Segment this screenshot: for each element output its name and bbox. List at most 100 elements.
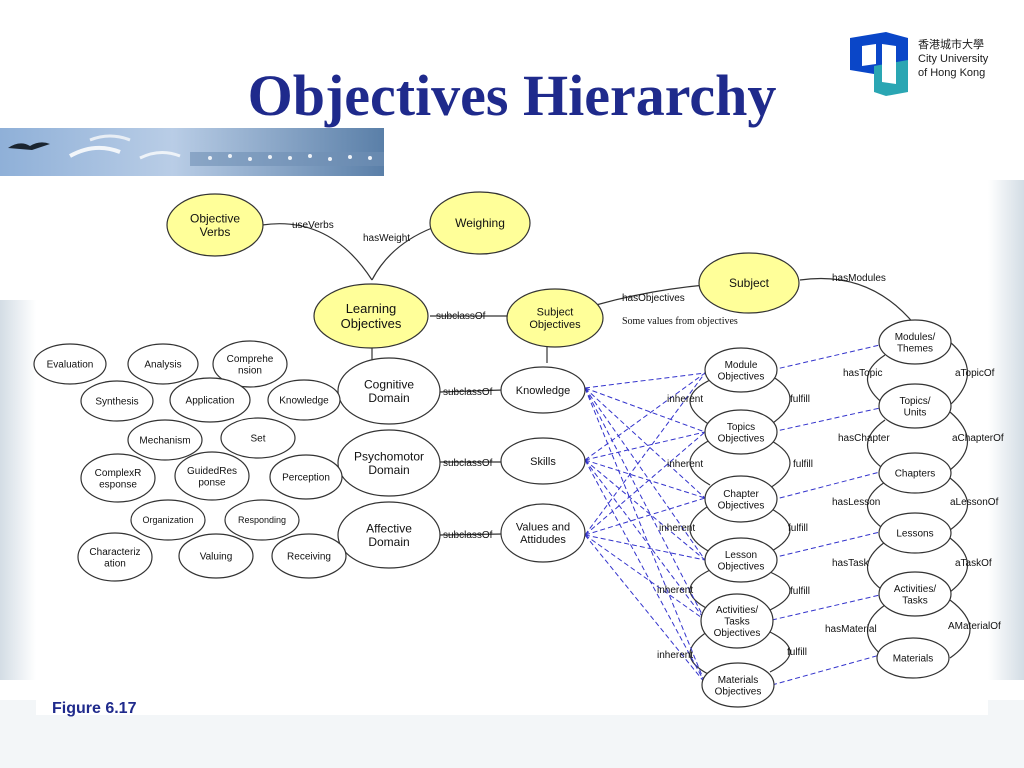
edge-inherent-3 xyxy=(689,504,711,553)
node-label: Chapter xyxy=(723,489,759,500)
node-label: Perception xyxy=(282,473,330,484)
edge-fulfill-4 xyxy=(769,571,791,611)
node-label: Set xyxy=(250,434,265,445)
birds-banner-image xyxy=(0,128,384,176)
edge-fulfill-2 xyxy=(769,439,791,489)
edge-inherent-4 xyxy=(689,569,711,611)
node-label: Topics xyxy=(727,422,755,433)
node-perception: Perception xyxy=(269,454,343,500)
node-shape xyxy=(700,593,774,649)
node-lessons: Lessons xyxy=(878,512,952,554)
node-activities-tasks: Activities/Tasks xyxy=(878,571,952,617)
node-modules-themes: Modules/Themes xyxy=(878,319,952,365)
edge-inherent-2 xyxy=(689,439,711,486)
node-label: Materials xyxy=(718,675,759,686)
edge-label-achapterof: aChapterOf xyxy=(952,433,1004,444)
node-set: Set xyxy=(220,417,296,459)
node-label: Activities/ xyxy=(716,605,758,616)
edge-label-amaterialof: AMaterialOf xyxy=(948,621,1001,632)
university-name: 香港城市大學 City University of Hong Kong xyxy=(918,38,988,80)
edge-haschapter xyxy=(867,419,886,471)
node-receiving: Receiving xyxy=(271,533,347,579)
edge-hasweight xyxy=(371,227,433,281)
node-label: Synthesis xyxy=(95,397,138,408)
node-shape xyxy=(77,532,153,582)
node-shape xyxy=(174,451,250,501)
node-label: Affective xyxy=(366,521,412,535)
edge-fulfill-3 xyxy=(769,507,791,553)
node-weighing: Weighing xyxy=(429,191,531,255)
edge-label-fulfill-2: fulfill xyxy=(793,459,813,470)
node-shape xyxy=(271,533,347,579)
edge-label-ataskof: aTaskOf xyxy=(955,558,992,569)
node-label: Attidudes xyxy=(520,534,566,546)
node-label: Objectives xyxy=(715,686,762,697)
edge-inherent-1 xyxy=(689,379,711,426)
node-label: Skills xyxy=(530,456,556,468)
edge-label-inherent-2: inherent xyxy=(667,459,703,470)
node-label: Verbs xyxy=(200,225,231,239)
node-materials: Materials xyxy=(876,637,950,679)
edge-hasobjectives xyxy=(595,284,706,306)
node-shape xyxy=(337,501,441,569)
node-shape xyxy=(878,512,952,554)
university-name-line2: City University xyxy=(918,53,989,65)
edge-label-hasobjectives: hasObjectives xyxy=(622,293,685,304)
node-label: ComplexR xyxy=(95,468,142,479)
edge-label-subclassof-psychomotor: subclassOf xyxy=(443,458,493,469)
node-shape xyxy=(876,637,950,679)
node-shape xyxy=(267,379,341,421)
node-label: Chapters xyxy=(895,469,936,480)
edge-label-fulfill-3: fulfill xyxy=(788,523,808,534)
node-subject: Subject xyxy=(698,252,800,314)
node-shape xyxy=(80,380,154,422)
node-shape xyxy=(506,288,604,348)
node-shape xyxy=(178,533,254,579)
node-label: Receiving xyxy=(287,552,331,563)
edge-label-fulfill-5: fulfill xyxy=(787,647,807,658)
node-label: Learning xyxy=(346,301,397,316)
node-shape xyxy=(127,419,203,461)
node-label: Materials xyxy=(893,654,934,665)
node-label: Cognitive xyxy=(364,377,414,391)
node-label: Objectives xyxy=(341,316,402,331)
node-analysis: Analysis xyxy=(127,343,199,385)
edge-label-fulfill-4: fulfill xyxy=(790,586,810,597)
node-shape xyxy=(166,193,264,257)
solid-edges xyxy=(261,223,971,676)
node-label: Knowledge xyxy=(516,385,570,397)
node-shape xyxy=(269,454,343,500)
node-label: Responding xyxy=(238,515,286,525)
node-label: Module xyxy=(725,360,758,371)
node-shape xyxy=(500,437,586,485)
edge-label-useverbs: useVerbs xyxy=(292,220,334,231)
edge-label-inherent-4: inherent xyxy=(657,585,693,596)
node-shape xyxy=(33,343,107,385)
node-shape xyxy=(500,366,586,414)
node-label: Lessons xyxy=(896,529,933,540)
node-shape xyxy=(337,429,441,497)
node-label: Knowledge xyxy=(279,396,329,407)
node-label: esponse xyxy=(99,479,137,490)
node-shape xyxy=(313,283,429,349)
cityu-logo xyxy=(850,32,908,96)
edge-inherent-5 xyxy=(689,629,711,676)
edge-label-hasmaterial: hasMaterial xyxy=(825,624,877,635)
node-shape xyxy=(878,383,952,429)
node-label: Objective xyxy=(190,211,240,225)
edge-hastask xyxy=(867,541,886,593)
node-label: Comprehe xyxy=(227,354,274,365)
node-label: Modules/ xyxy=(895,332,936,343)
node-mechanism: Mechanism xyxy=(127,419,203,461)
node-label: Tasks xyxy=(902,595,928,606)
edge-fulfill-1 xyxy=(769,374,791,426)
node-label: Tasks xyxy=(724,617,750,628)
node-label: Topics/ xyxy=(899,396,930,407)
